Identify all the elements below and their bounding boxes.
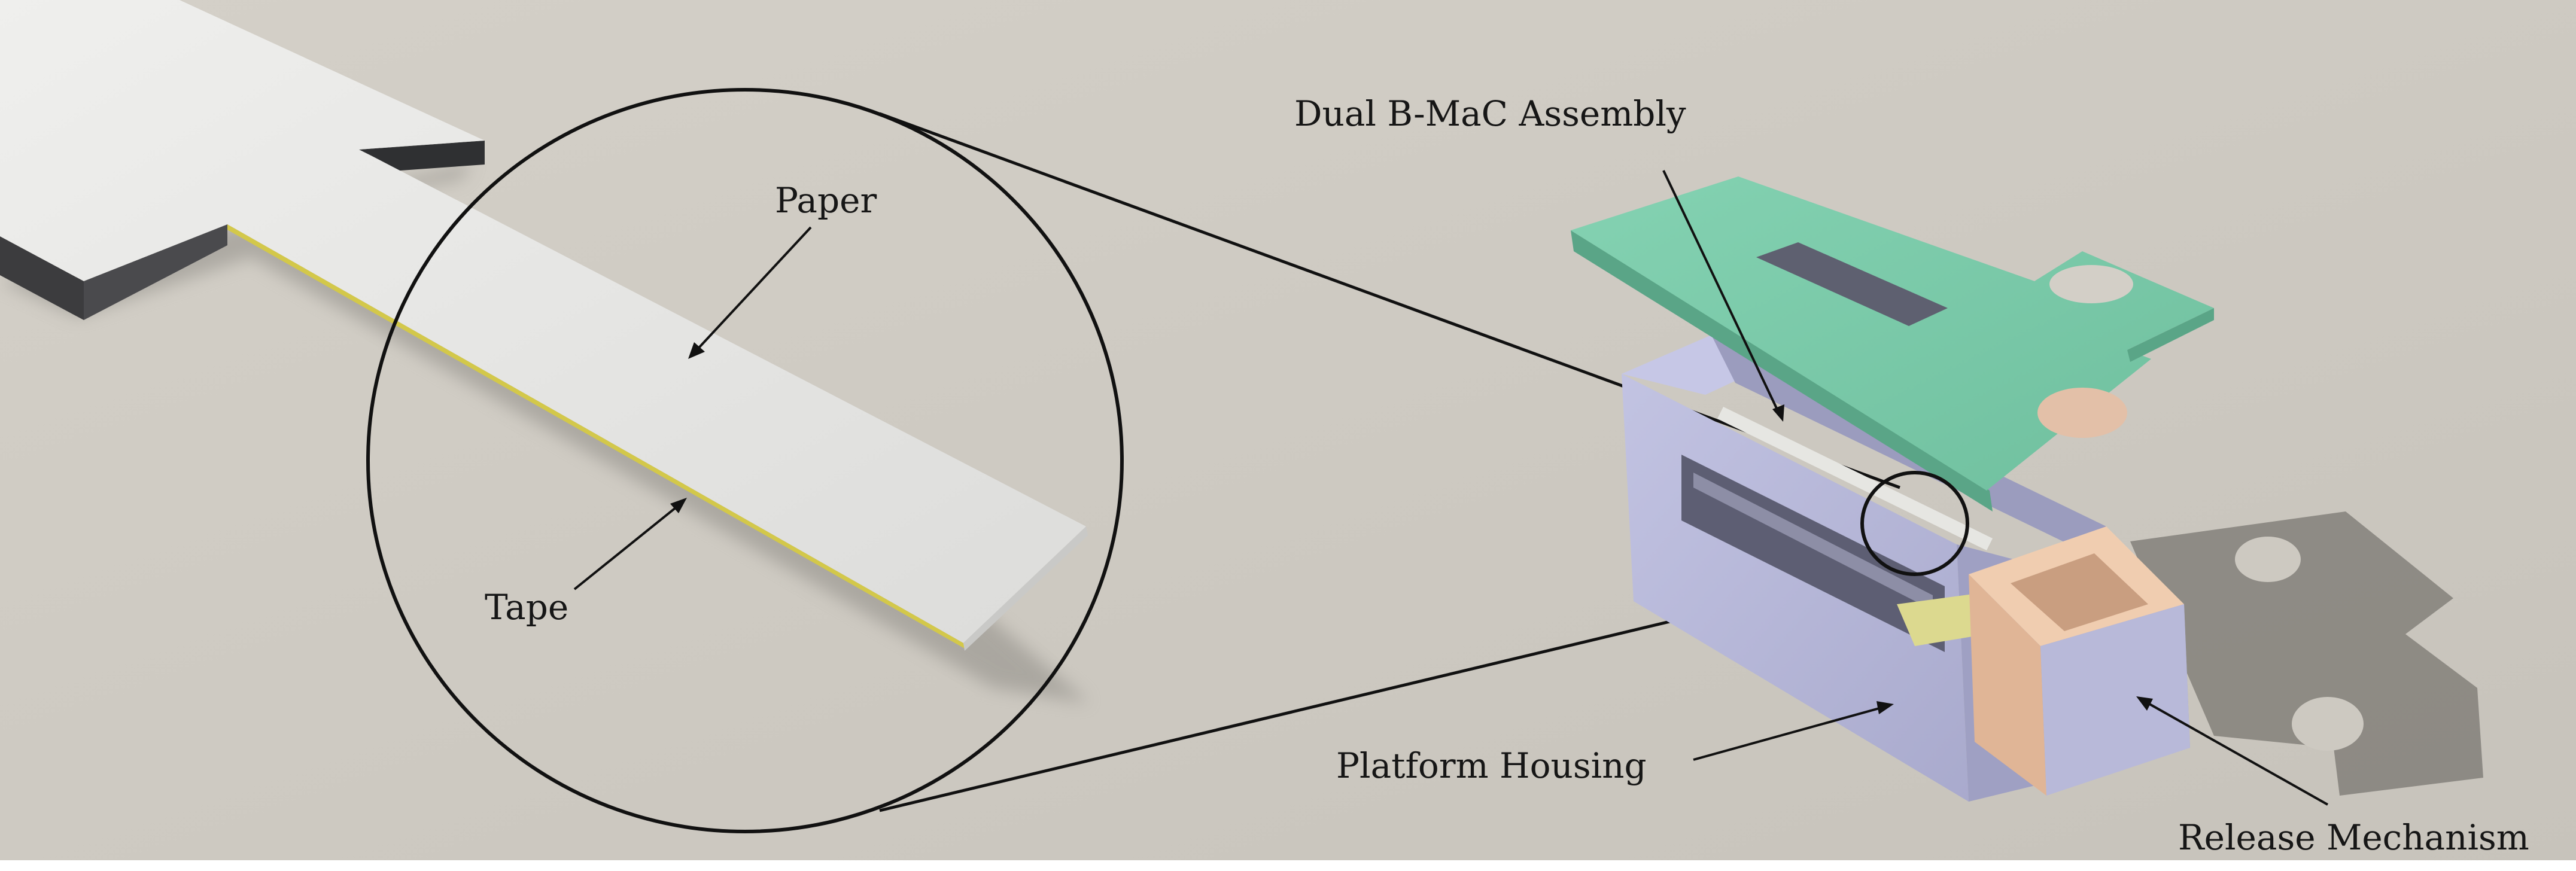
arrow-release-head [2136, 696, 2153, 711]
paper-strip-top [0, 0, 1086, 643]
paper-strip-shadow [0, 162, 1089, 703]
paper-strip-side [0, 236, 84, 320]
shadow-hole-2 [2292, 697, 2364, 751]
strip-holder [1897, 592, 1987, 646]
arrow-tape-line [573, 501, 683, 590]
arrow-bmac-line [1662, 170, 1781, 416]
notch-inner-wall [359, 141, 485, 173]
paper-strip-illustration [0, 0, 1089, 703]
arrow-paper-line [692, 226, 812, 355]
release-mechanism-front [1969, 574, 2046, 796]
lid-hole-1 [2049, 265, 2133, 303]
housing-inner-strip [1693, 473, 1933, 610]
frame-bottom-edge [0, 860, 2576, 871]
arrow-release-line [2142, 699, 2328, 806]
platform-device [1571, 176, 2483, 802]
label-release-mechanism: Release Mechanism [2178, 817, 2529, 858]
lid-slot [1756, 242, 1948, 326]
lid-shadow [2130, 511, 2483, 796]
arrow-housing-head [1877, 701, 1894, 714]
tape-layer [227, 224, 965, 648]
label-platform-housing: Platform Housing [1336, 745, 1647, 786]
release-mechanism-side [2040, 604, 2190, 796]
device-paper-strip [1717, 407, 1993, 550]
arrow-bmac-head [1772, 404, 1784, 422]
arrow-housing-line [1693, 705, 1888, 761]
lid-hole-2 [2037, 388, 2127, 438]
label-tape: Tape [485, 587, 568, 628]
lid-side-right [2127, 308, 2214, 362]
magnifier-circle [366, 88, 1124, 833]
arrow-paper-head [688, 342, 705, 359]
label-paper: Paper [775, 180, 877, 221]
paper-strip-end [963, 526, 1088, 651]
paper-strip-side-front [84, 224, 227, 320]
lid-side [1571, 230, 1993, 511]
zoom-line-top [879, 112, 1900, 489]
release-mechanism-inner [2011, 553, 2148, 631]
label-dual-bmac-assembly: Dual B-MaC Assembly [1294, 93, 1686, 134]
arrow-tape-head [670, 498, 687, 513]
detail-circle [1860, 471, 1969, 576]
shadow-hole-1 [2235, 537, 2301, 582]
